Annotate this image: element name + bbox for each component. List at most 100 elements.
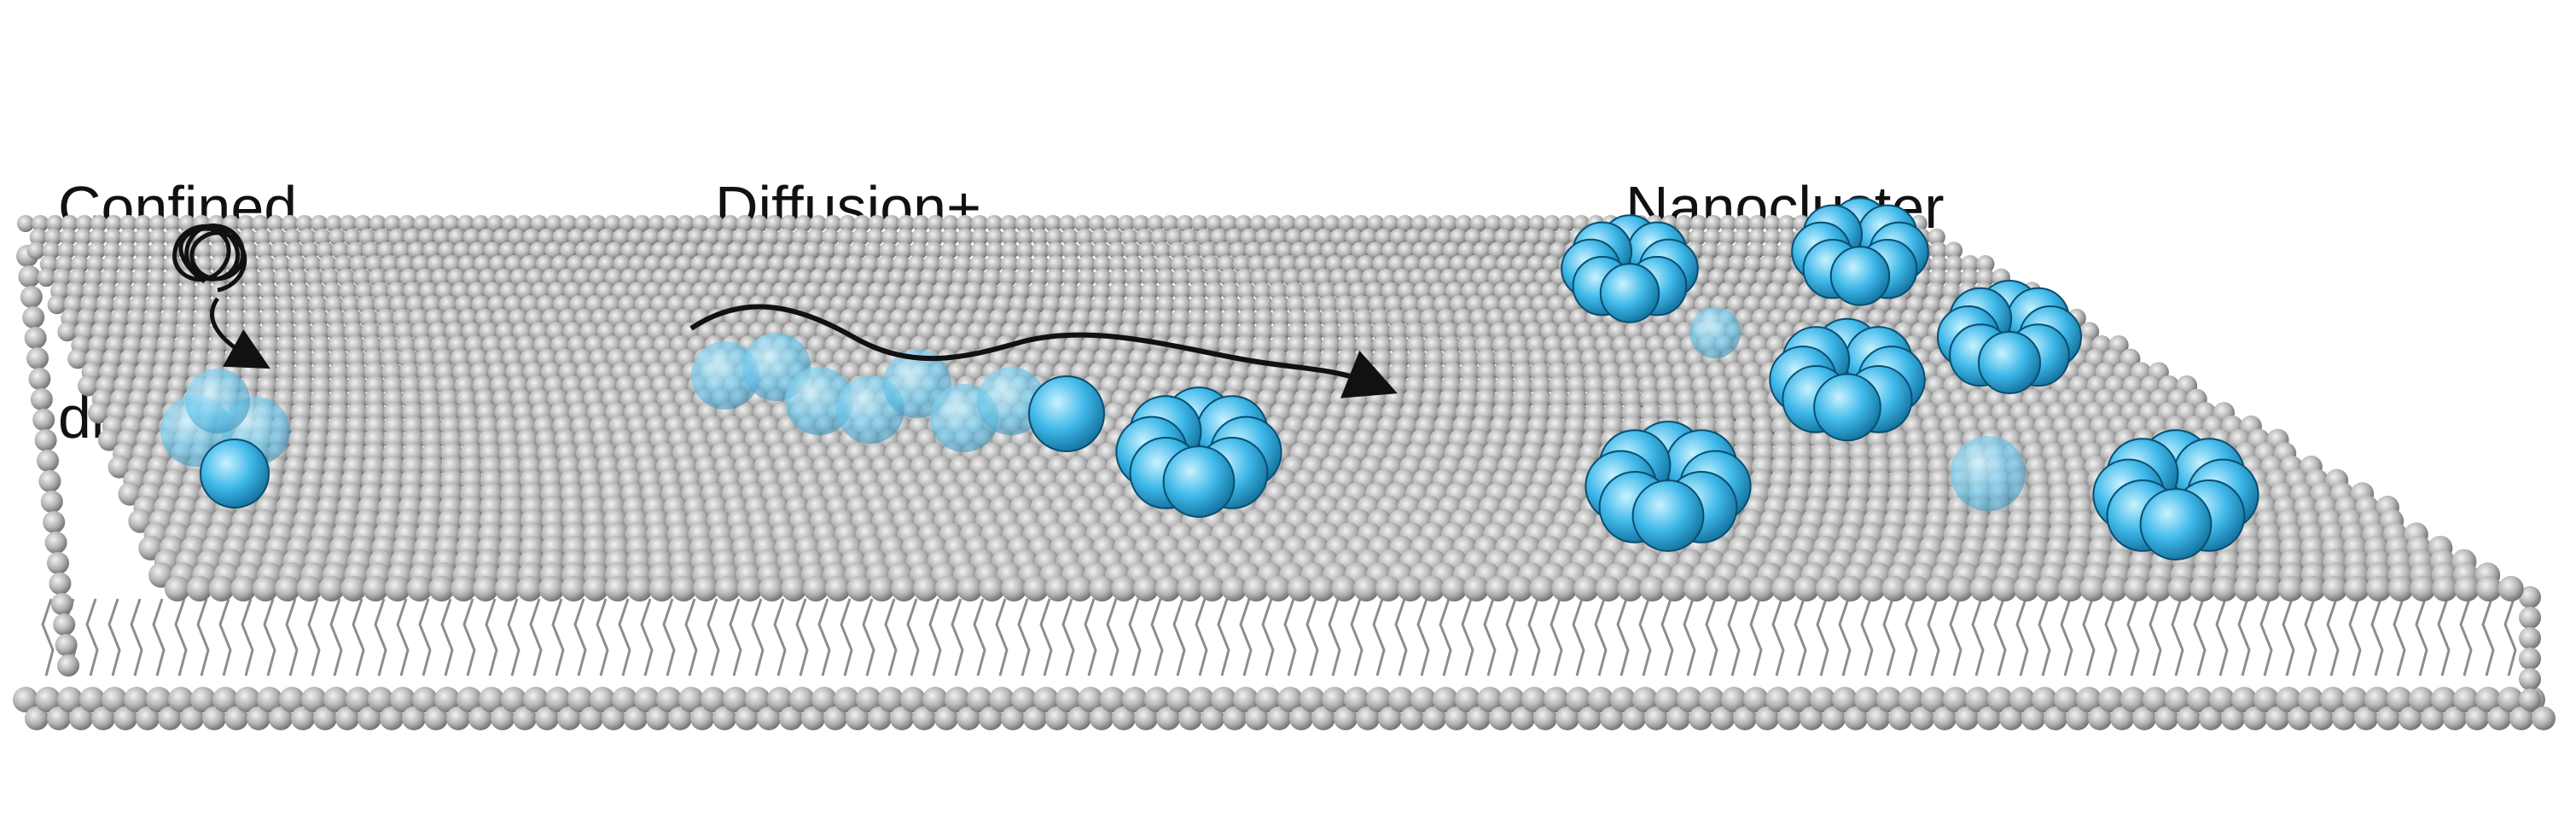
lipid-head [286,241,304,260]
lipid-head [2344,576,2370,601]
lipid-head [836,228,855,247]
lipid-head [1442,241,1461,260]
lipid-tail [485,598,498,677]
lipid-head [39,255,58,274]
lipid-head-lower [2066,706,2090,730]
lipid-head-lower [2497,687,2523,712]
lipid-tail [729,598,742,677]
lipid-head [1323,215,1340,232]
lipid-head [1046,268,1065,288]
lipid-tail [973,598,986,677]
lipid-head-lower [646,706,670,730]
lipid-head [792,228,810,247]
lipid-head [590,241,608,260]
lipid-head [44,228,62,247]
lipid-head [442,215,460,232]
lipid-head-lower [523,687,549,712]
lipid-tail [529,598,543,677]
lipid-head [1244,241,1263,260]
protein-sphere-faint [883,350,951,418]
lipid-head-lower [2342,687,2368,712]
lipid-head-lower [424,706,448,730]
lipid-tail [596,598,609,677]
lipid-head [727,241,746,260]
lipid-tail [684,598,698,677]
lipid-head-lower [1410,687,1436,712]
lipid-head-lower [1711,706,1735,730]
lipid-head [721,255,740,274]
lipid-head [681,241,700,260]
lipid-head-lower [1622,706,1646,730]
lipid-head [1794,576,1820,601]
lipid-head [1469,215,1487,232]
lipid-head [628,255,647,274]
lipid-head-lower [735,706,759,730]
lipid-tail [418,598,432,677]
lipid-head [1172,294,1192,315]
lipid-head [1031,255,1050,274]
lipid-head-lower [2453,687,2479,712]
lipid-head [1396,215,1414,232]
lipid-head [472,215,490,232]
lipid-head [2102,576,2128,601]
lipid-head [1137,241,1156,260]
lipid-head-edge [55,634,78,656]
lipid-head [667,268,687,288]
lipid-tail [374,598,387,677]
lipid-head [955,241,974,260]
lipid-head-lower [301,687,327,712]
lipid-head [822,228,840,247]
lipid-head-lower [2399,706,2422,730]
lipid-head [257,255,276,274]
lipid-head [1015,255,1034,274]
lipid-head [604,215,621,232]
lipid-head [1220,282,1240,301]
lipid-head [1120,228,1138,247]
lipid-head [582,255,601,274]
lipid-head [1270,294,1290,315]
lipid-head-lower [2298,687,2323,712]
lipid-tail [1860,598,1874,677]
protein-sphere-faint [691,341,759,410]
lipid-head [666,241,684,260]
diffusion-path-arrow [689,304,1398,398]
lipid-tail [1660,598,1674,677]
lipid-head [1507,576,1533,601]
protein-sphere [1829,246,1891,306]
lipid-head-lower [2177,706,2201,730]
lipid-head [134,228,152,247]
lipid-head [1485,576,1511,601]
lipid-head [1214,241,1232,260]
lipid-tail [2437,598,2451,677]
lipid-tail [1461,598,1474,677]
lipid-head [331,241,350,260]
lipid-head [941,215,959,232]
lipid-head [100,268,119,288]
lipid-head [956,215,974,232]
lipid-head-lower [1067,706,1091,730]
lipid-head [329,228,346,247]
lipid-head-lower [1156,706,1180,730]
lipid-head-edge [2519,668,2541,690]
lipid-head [2475,576,2502,601]
lipid-head [73,241,91,260]
lipid-tail [1550,598,1563,677]
lipid-head [1186,255,1205,274]
lipid-head-lower [1876,687,1902,712]
lipid-head [1441,576,1468,601]
lipid-head-lower [834,687,859,712]
lipid-tail [1949,598,1963,677]
lipid-head [1045,228,1064,247]
lipid-head [692,215,710,232]
lipid-head-lower [2364,687,2390,712]
lipid-head [209,241,228,260]
lipid-head [1733,228,1752,247]
lipid-head [318,576,345,601]
lipid-head [363,576,389,601]
protein-sphere-faint [785,367,853,435]
lipid-head-edge [22,306,45,328]
lipid-head [164,576,190,601]
lipid-head [675,255,694,274]
lipid-head [501,215,519,232]
lipid-head [1543,215,1561,232]
